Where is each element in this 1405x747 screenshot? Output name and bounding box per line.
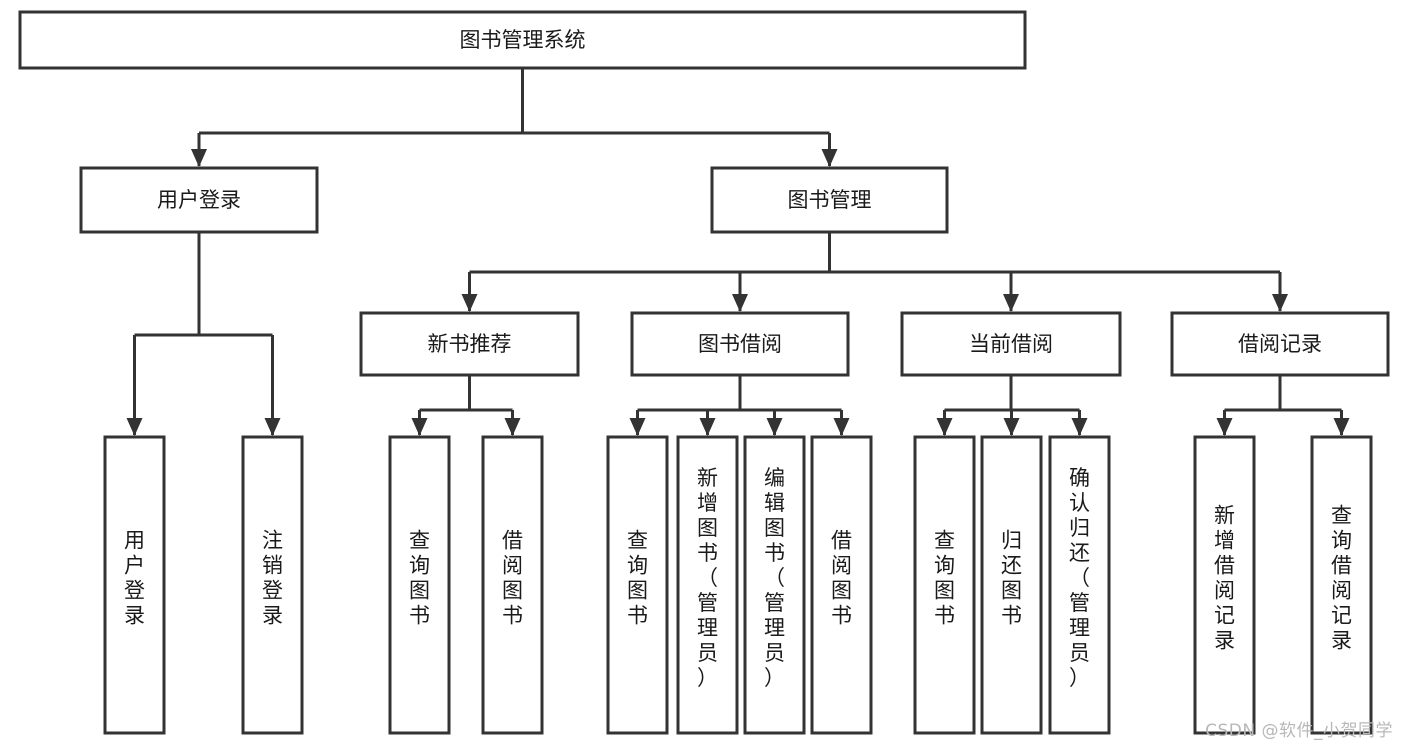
node-label: 新增借阅记录 — [1214, 504, 1235, 653]
node-query-book-2[interactable]: 查询图书 — [606, 435, 669, 735]
node-label: 确认归还（管理员） — [1069, 466, 1090, 690]
node-label: 查询图书 — [627, 529, 648, 628]
node-query-book-3[interactable]: 查询图书 — [913, 435, 976, 735]
node-label: 编辑图书（管理员） — [764, 466, 785, 690]
node-label: 图书借阅 — [698, 332, 782, 356]
node-label: 查询图书 — [934, 529, 955, 628]
node-boxes: 图书管理系统用户登录图书管理用户登录注销登录新书推荐查询图书借阅图书图书借阅查询… — [18, 10, 1390, 735]
node-user-login-do[interactable]: 用户登录 — [103, 435, 166, 735]
node-label: 借阅记录 — [1238, 332, 1322, 356]
node-label: 图书管理系统 — [460, 28, 586, 52]
node-return-book[interactable]: 归还图书 — [980, 435, 1043, 735]
node-label: 归还图书 — [1001, 529, 1022, 628]
node-label: 当前借阅 — [969, 332, 1053, 356]
node-borrow-book-2[interactable]: 借阅图书 — [810, 435, 873, 735]
node-new-book-recommend[interactable]: 新书推荐 — [359, 311, 580, 377]
node-user-logout[interactable]: 注销登录 — [241, 435, 304, 735]
node-user-login[interactable]: 用户登录 — [79, 166, 319, 234]
node-add-book-admin[interactable]: 新增图书（管理员） — [676, 435, 739, 735]
node-book-manage[interactable]: 图书管理 — [710, 166, 949, 234]
node-confirm-return-admin[interactable]: 确认归还（管理员） — [1048, 435, 1111, 735]
node-label: 用户登录 — [124, 529, 145, 628]
node-book-borrow[interactable]: 图书借阅 — [630, 311, 850, 377]
node-label: 用户登录 — [157, 188, 241, 212]
node-label: 注销登录 — [262, 529, 283, 628]
node-label: 借阅图书 — [502, 529, 523, 628]
node-query-book-1[interactable]: 查询图书 — [388, 435, 451, 735]
node-borrow-book-1[interactable]: 借阅图书 — [481, 435, 544, 735]
node-label: 查询图书 — [409, 529, 430, 628]
node-current-borrow[interactable]: 当前借阅 — [900, 311, 1122, 377]
node-root[interactable]: 图书管理系统 — [18, 10, 1027, 70]
node-borrow-record[interactable]: 借阅记录 — [1170, 311, 1390, 377]
node-label: 图书管理 — [788, 188, 872, 212]
node-query-borrow-record[interactable]: 查询借阅记录 — [1310, 435, 1373, 735]
node-label: 借阅图书 — [831, 529, 852, 628]
node-edit-book-admin[interactable]: 编辑图书（管理员） — [743, 435, 806, 735]
node-label: 新书推荐 — [428, 332, 512, 356]
connector-edges — [126, 68, 1350, 436]
node-label: 查询借阅记录 — [1331, 504, 1352, 653]
node-label: 新增图书（管理员） — [697, 466, 718, 690]
watermark-label: CSDN @软件_小贺同学 — [1205, 721, 1393, 741]
node-add-borrow-record[interactable]: 新增借阅记录 — [1193, 435, 1256, 735]
